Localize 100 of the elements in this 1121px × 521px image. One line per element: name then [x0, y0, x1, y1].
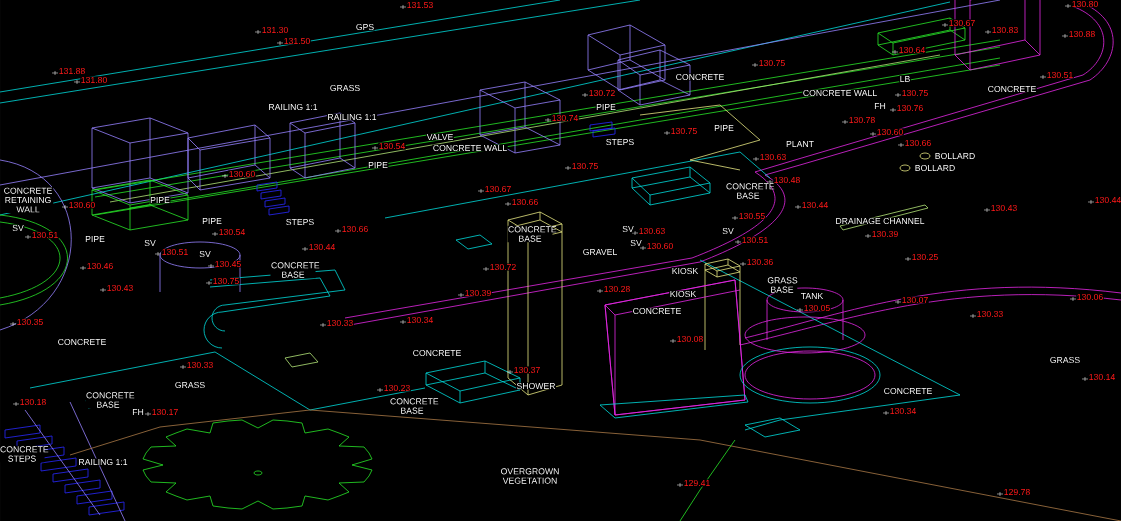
elevation-label: 130.06 [1076, 293, 1104, 301]
elevation-label: 131.30 [261, 26, 289, 34]
elevation-label: 130.67 [948, 19, 976, 27]
area-label: FH [873, 102, 887, 110]
area-label: KIOSK [671, 267, 699, 275]
area-label: CONCRETE [883, 387, 933, 395]
area-label: STEPS [605, 138, 635, 146]
elevation-label: 130.88 [1068, 30, 1096, 38]
elevation-label: 130.51 [31, 231, 59, 239]
area-label: SHOWER [516, 382, 557, 390]
elevation-label: 130.55 [738, 212, 766, 220]
elevation-label: 130.75 [670, 127, 698, 135]
area-label: PIPE [367, 161, 389, 169]
area-label: GPS [355, 23, 375, 31]
elevation-label: 130.72 [588, 89, 616, 97]
elevation-label: 129.78 [1003, 488, 1031, 496]
area-label: CONCRETE [412, 349, 462, 357]
area-label: CONCRETE [632, 307, 682, 315]
elevation-label: 130.64 [898, 46, 926, 54]
elevation-label: 130.48 [773, 176, 801, 184]
elevation-label: 130.63 [759, 153, 787, 161]
area-label: TANK [800, 292, 824, 300]
elevation-label: 130.23 [383, 384, 411, 392]
area-label: PIPE [149, 196, 171, 204]
area-label: KIOSK [669, 290, 697, 298]
area-label: SV [198, 250, 212, 258]
elevation-label: 131.88 [58, 67, 86, 75]
elevation-label: 130.74 [551, 114, 579, 122]
elevation-label: 130.44 [1094, 196, 1121, 204]
elevation-label: 130.67 [484, 185, 512, 193]
elevation-label: 130.08 [676, 335, 704, 343]
area-label: CONCRETE [675, 73, 725, 81]
elevation-label: 130.60 [68, 201, 96, 209]
elevation-label: 130.34 [406, 316, 434, 324]
elevation-label: 130.43 [106, 284, 134, 292]
elevation-label: 130.72 [489, 263, 517, 271]
area-label: GRASS [329, 84, 361, 92]
elevation-label: 130.60 [646, 242, 674, 250]
elevation-label: 130.35 [16, 318, 44, 326]
elevation-label: 130.34 [889, 407, 917, 415]
elevation-label: 130.43 [990, 204, 1018, 212]
elevation-label: 130.63 [638, 227, 666, 235]
area-label: SV [11, 224, 25, 232]
area-label: RAILING 1:1 [326, 113, 378, 121]
elevation-label: 130.83 [991, 26, 1019, 34]
elevation-label: 130.75 [571, 162, 599, 170]
area-label: CONCRETE [987, 85, 1037, 93]
elevation-label: 130.75 [758, 59, 786, 67]
elevation-label: 130.54 [218, 228, 246, 236]
area-label: GRASS [1049, 356, 1081, 364]
elevation-label: 130.66 [904, 139, 932, 147]
elevation-label: 130.44 [801, 201, 829, 209]
area-label: CONCRETE WALL [432, 144, 508, 152]
elevation-label: 130.54 [378, 142, 406, 150]
area-label: LB [899, 75, 911, 83]
elevation-label: 130.75 [901, 89, 929, 97]
elevation-label: 130.78 [848, 116, 876, 124]
elevation-label: 130.51 [1046, 71, 1074, 79]
area-label: SV [621, 225, 635, 233]
elevation-label: 130.66 [341, 225, 369, 233]
area-label: DRAINAGE CHANNEL [834, 217, 926, 225]
area-label: SV [721, 227, 735, 235]
elevation-label: 130.51 [161, 248, 189, 256]
area-label: CONCRETE RETAINING WALL [2, 187, 54, 213]
elevation-label: 129.41 [683, 479, 711, 487]
elevation-label: 130.14 [1088, 373, 1116, 381]
elevation-label: 130.25 [911, 253, 939, 261]
area-label: RAILING 1:1 [77, 458, 129, 466]
elevation-label: 130.44 [308, 243, 336, 251]
area-label: RAILING 1:1 [267, 103, 319, 111]
area-label: PIPE [84, 235, 106, 243]
area-label: GRASS [174, 381, 206, 389]
elevation-label: 130.18 [19, 398, 47, 406]
elevation-label: 130.07 [901, 296, 929, 304]
elevation-label: 130.45 [214, 260, 242, 268]
area-label: BOLLARD [914, 164, 956, 172]
elevation-label: 130.51 [741, 236, 769, 244]
elevation-label: 130.33 [186, 361, 214, 369]
elevation-label: 130.05 [803, 304, 831, 312]
elevation-label: 130.60 [876, 128, 904, 136]
area-label: VALVE [426, 133, 454, 141]
elevation-label: 130.60 [228, 170, 256, 178]
area-label: STEPS [285, 218, 315, 226]
elevation-label: 131.80 [80, 76, 108, 84]
elevation-label: 131.50 [283, 37, 311, 45]
area-label: SV [143, 239, 157, 247]
area-label: PLANT [785, 140, 815, 148]
area-label: SV [629, 239, 643, 247]
elevation-label: 130.33 [326, 319, 354, 327]
elevation-label: 130.39 [464, 289, 492, 297]
elevation-label: 130.46 [86, 262, 114, 270]
elevation-label: 130.17 [151, 408, 179, 416]
elevation-label: 131.53 [406, 1, 434, 9]
elevation-label: 130.76 [896, 104, 924, 112]
area-label: FH [131, 408, 145, 416]
elevation-label: 130.33 [976, 310, 1004, 318]
area-label: CONCRETE [57, 338, 107, 346]
elevation-label: 130.39 [871, 230, 899, 238]
elevation-label: 130.36 [746, 258, 774, 266]
elevation-label: 130.28 [603, 285, 631, 293]
